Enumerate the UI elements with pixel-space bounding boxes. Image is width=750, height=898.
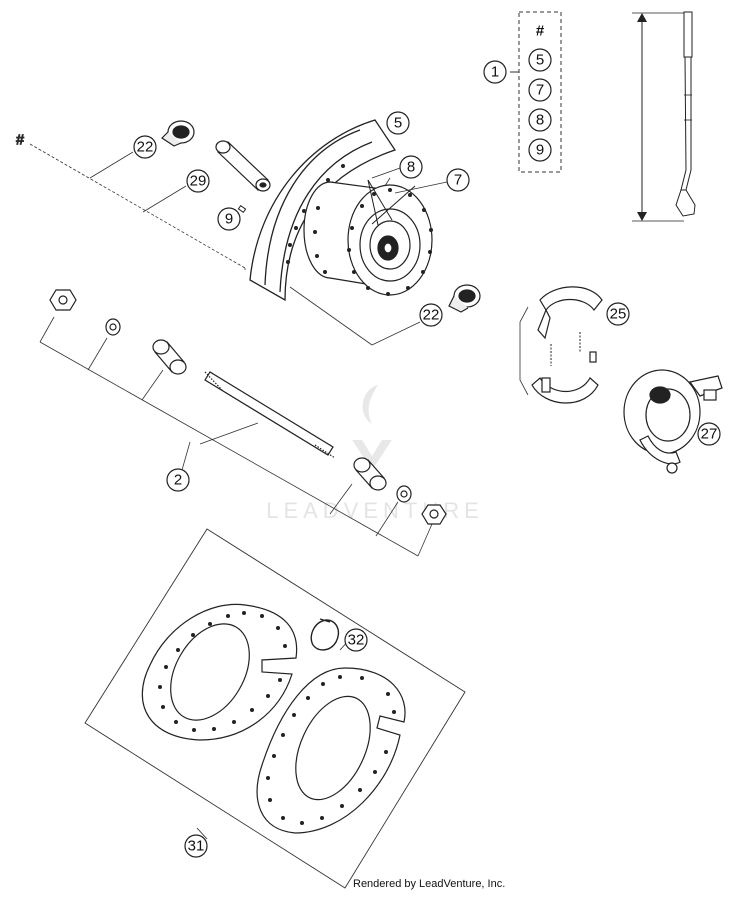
- brake-shoes: [531, 286, 603, 404]
- hash-symbol-left: #: [16, 132, 25, 149]
- svg-text:9: 9: [536, 142, 544, 159]
- callout-9[interactable]: 9: [217, 207, 241, 231]
- callout-29[interactable]: 29: [186, 169, 210, 193]
- svg-text:9: 9: [225, 211, 233, 228]
- spoke-part: [632, 11, 696, 222]
- disc-box: [84, 528, 466, 889]
- svg-text:8: 8: [407, 159, 415, 176]
- callout-kit-5[interactable]: 5: [528, 48, 552, 72]
- watermark-logo: LEADVENTURE: [266, 385, 484, 523]
- spacer-left: [152, 339, 187, 375]
- svg-text:29: 29: [190, 173, 207, 190]
- wheel-hub: [303, 179, 433, 296]
- svg-text:32: 32: [348, 632, 365, 649]
- callout-31[interactable]: 31: [184, 834, 208, 858]
- washer-left: [105, 318, 121, 336]
- callout-1[interactable]: 1: [483, 60, 507, 84]
- callout-25[interactable]: 25: [606, 302, 630, 326]
- axle-nut-left: [49, 289, 77, 311]
- axle-nut-right: [421, 504, 447, 525]
- watermark-text: LEADVENTURE: [266, 498, 484, 523]
- callout-27[interactable]: 27: [697, 422, 721, 446]
- callout-5[interactable]: 5: [386, 111, 410, 135]
- callout-7[interactable]: 7: [446, 168, 470, 192]
- washer-right: [396, 485, 412, 503]
- svg-text:27: 27: [701, 426, 718, 443]
- svg-text:31: 31: [188, 838, 205, 855]
- callout-kit-7[interactable]: 7: [528, 78, 552, 102]
- callout-kit-9[interactable]: 9: [528, 138, 552, 162]
- brake-disc-right: [256, 667, 406, 834]
- svg-text:25: 25: [610, 306, 627, 323]
- callout-22-top[interactable]: 22: [133, 135, 157, 159]
- svg-text:2: 2: [174, 472, 182, 489]
- spacer-right: [353, 457, 387, 491]
- credit-text: Rendered by LeadVenture, Inc.: [353, 878, 506, 890]
- svg-text:1: 1: [491, 64, 499, 81]
- callout-2[interactable]: 2: [166, 468, 190, 492]
- svg-text:5: 5: [536, 52, 544, 69]
- svg-text:8: 8: [536, 112, 544, 129]
- brake-disc-left: [141, 603, 298, 741]
- svg-text:7: 7: [536, 82, 544, 99]
- kit-hash-symbol: #: [536, 23, 545, 40]
- svg-text:7: 7: [454, 172, 462, 189]
- axle-leader-lines: [39, 316, 433, 557]
- rim: [249, 119, 397, 302]
- callout-8[interactable]: 8: [399, 155, 423, 179]
- svg-text:5: 5: [394, 115, 402, 132]
- callout-kit-8[interactable]: 8: [528, 108, 552, 132]
- kit-box: #: [510, 11, 562, 173]
- svg-text:22: 22: [137, 139, 154, 156]
- callout-32[interactable]: 32: [344, 628, 368, 652]
- bearing-bottom: [448, 284, 481, 313]
- spacer-tube: [215, 140, 271, 192]
- brake-plate: [623, 369, 723, 474]
- axle-shaft: [204, 371, 336, 459]
- spoke-nipple-small: [237, 204, 247, 214]
- bearing-top: [161, 120, 195, 147]
- svg-text:22: 22: [423, 307, 440, 324]
- callout-22-bottom[interactable]: 22: [419, 303, 443, 327]
- retaining-ring: [310, 618, 340, 651]
